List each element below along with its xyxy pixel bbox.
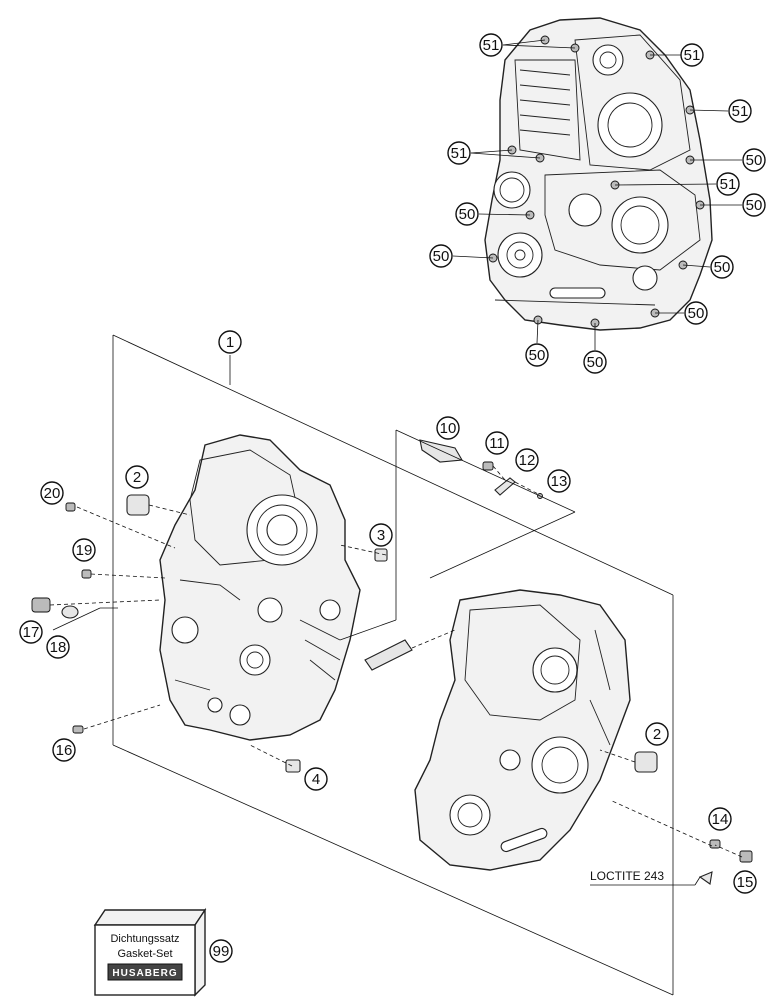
svg-text:16: 16: [56, 742, 73, 759]
callout-50-f: 50: [684, 301, 708, 325]
callout-51-a: 51: [479, 33, 503, 57]
plug-part-19: [81, 569, 92, 579]
callout-51-e: 51: [716, 172, 740, 196]
seal-ring-part-18: [61, 605, 79, 619]
callout-10: 10: [436, 416, 460, 440]
callout-2-left: 2: [125, 465, 149, 489]
husaberg-logo: HUSABERG: [112, 968, 177, 979]
callout-50-g: 50: [525, 343, 549, 367]
plug-part-20: [65, 502, 76, 512]
svg-text:1: 1: [226, 334, 234, 351]
svg-text:50: 50: [459, 206, 476, 223]
callout-4: 4: [304, 767, 328, 791]
callout-99: 99: [209, 939, 233, 963]
callout-20: 20: [40, 481, 64, 505]
callout-17: 17: [19, 620, 43, 644]
callout-51-c: 51: [728, 99, 752, 123]
callout-3: 3: [369, 523, 393, 547]
callout-2-right: 2: [645, 722, 669, 746]
svg-text:20: 20: [44, 485, 61, 502]
svg-text:50: 50: [529, 347, 546, 364]
callout-16: 16: [52, 738, 76, 762]
svg-text:50: 50: [433, 248, 450, 265]
callout-13: 13: [547, 469, 571, 493]
loctite-drop: [698, 871, 713, 885]
svg-text:2: 2: [133, 469, 141, 486]
svg-text:12: 12: [519, 452, 536, 469]
plug-part-14: [709, 839, 721, 849]
callout-11: 11: [485, 431, 509, 455]
callout-14: 14: [708, 807, 732, 831]
svg-text:50: 50: [688, 305, 705, 322]
exploded-frame-lines: [52, 334, 701, 996]
svg-text:14: 14: [712, 811, 729, 828]
bushing-part-2-left: [126, 494, 150, 516]
pin-part-16: [72, 725, 84, 734]
dowel-part-3: [374, 548, 388, 562]
svg-text:2: 2: [653, 726, 661, 743]
svg-text:51: 51: [451, 145, 468, 162]
left-crankcase-half: [159, 434, 361, 741]
callout-50-b: 50: [742, 193, 766, 217]
screw-plug-part-17: [31, 597, 51, 613]
top-leader-lines: [452, 39, 742, 350]
gasket-box-line1: Dichtungssatz: [110, 933, 179, 945]
stud-bolt: [364, 639, 413, 671]
svg-text:19: 19: [76, 542, 93, 559]
callout-50-d: 50: [429, 244, 453, 268]
right-crankcase-half: [414, 589, 631, 871]
assembly-dashed-lines: [49, 465, 743, 858]
svg-text:50: 50: [714, 259, 731, 276]
callout-1: 1: [218, 330, 242, 354]
callout-18: 18: [46, 635, 70, 659]
svg-text:10: 10: [440, 420, 457, 437]
svg-text:18: 18: [50, 639, 67, 656]
svg-text:51: 51: [720, 176, 737, 193]
callout-50-h: 50: [583, 350, 607, 374]
gasket-set-box: Dichtungssatz Gasket-Set HUSABERG: [93, 907, 207, 997]
svg-text:50: 50: [587, 354, 604, 371]
callout-12: 12: [515, 448, 539, 472]
loctite-note: LOCTITE 243: [590, 869, 664, 883]
callout-50-e: 50: [710, 255, 734, 279]
callout-51-b: 51: [680, 43, 704, 67]
callout-50-c: 50: [455, 202, 479, 226]
svg-text:13: 13: [551, 473, 568, 490]
callout-19: 19: [72, 538, 96, 562]
svg-text:4: 4: [312, 771, 320, 788]
svg-text:99: 99: [213, 943, 230, 960]
bushing-part-2-right: [634, 751, 658, 773]
callout-15: 15: [733, 870, 757, 894]
callout-50-a: 50: [742, 148, 766, 172]
svg-text:51: 51: [483, 37, 500, 54]
svg-text:50: 50: [746, 152, 763, 169]
svg-text:51: 51: [684, 47, 701, 64]
screw-part-11: [482, 461, 494, 471]
nozzle-part-12: [494, 477, 516, 496]
svg-text:50: 50: [746, 197, 763, 214]
svg-text:17: 17: [23, 624, 40, 641]
svg-text:51: 51: [732, 103, 749, 120]
callout-51-d: 51: [447, 141, 471, 165]
assembled-crankcase-view: [484, 17, 713, 331]
gasket-box-line2: Gasket-Set: [117, 948, 172, 960]
svg-text:3: 3: [377, 527, 385, 544]
svg-text:11: 11: [489, 435, 505, 452]
svg-text:15: 15: [737, 874, 754, 891]
dowel-part-4: [285, 759, 301, 773]
